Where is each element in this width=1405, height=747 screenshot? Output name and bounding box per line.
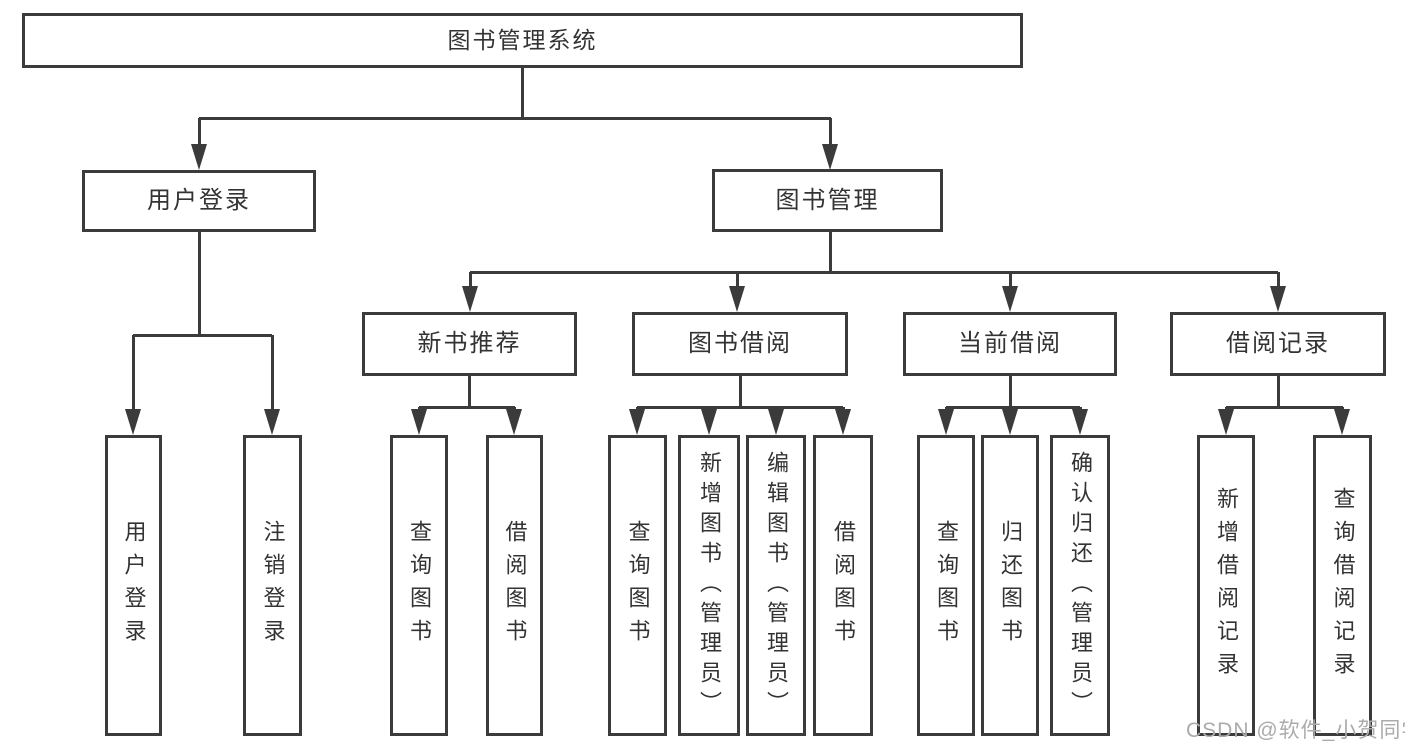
node-library-system: 图书管理系统 xyxy=(22,13,1023,68)
connector-vline xyxy=(467,376,471,409)
arrow-down xyxy=(1072,409,1088,435)
connector-vline xyxy=(738,376,742,409)
connector-vline xyxy=(520,68,524,118)
node-current-borrowing: 当前借阅 xyxy=(903,312,1117,376)
node-label: 确认归还（管理员） xyxy=(1068,450,1093,721)
connector-vline xyxy=(735,272,739,288)
leaf-logout: 注销登录 xyxy=(243,435,302,736)
leaf-query-books-recommend: 查询图书 xyxy=(390,435,448,736)
arrow-down xyxy=(822,144,838,170)
watermark: CSDN @软件_小贺同学 xyxy=(1186,719,1405,742)
connector-hline xyxy=(133,333,272,337)
arrow-down xyxy=(768,409,784,435)
connector-vline xyxy=(197,118,201,148)
connector-vline xyxy=(270,335,274,411)
connector-hline xyxy=(1226,405,1343,409)
leaf-user-login: 用户登录 xyxy=(105,435,162,736)
connector-vline xyxy=(468,272,472,288)
node-label: 图书借阅 xyxy=(688,330,792,357)
connector-hline xyxy=(419,405,515,409)
arrow-down xyxy=(729,286,745,312)
node-new-book-recommendation: 新书推荐 xyxy=(362,312,577,376)
node-label: 注销登录 xyxy=(260,519,286,652)
connector-vline xyxy=(1008,272,1012,288)
node-label: 新增图书（管理员） xyxy=(697,450,722,721)
arrow-down xyxy=(506,409,522,435)
node-label: 当前借阅 xyxy=(958,330,1062,357)
connector-hline xyxy=(199,116,831,120)
node-label: 新增借阅记录 xyxy=(1214,486,1239,685)
connector-vline xyxy=(1276,376,1280,409)
connector-vline xyxy=(197,232,201,335)
leaf-query-books-borrow: 查询图书 xyxy=(608,435,667,736)
connector-vline xyxy=(1008,376,1012,409)
node-label: 借阅记录 xyxy=(1226,330,1330,357)
node-label: 查询图书 xyxy=(934,519,959,652)
arrow-down xyxy=(1002,286,1018,312)
arrow-down xyxy=(835,409,851,435)
node-borrowing-records: 借阅记录 xyxy=(1170,312,1386,376)
arrow-down xyxy=(629,409,645,435)
connector-hline xyxy=(946,405,1080,409)
node-label: 查询借阅记录 xyxy=(1330,486,1356,685)
arrow-down xyxy=(1218,409,1234,435)
node-label: 图书管理 xyxy=(775,186,880,214)
node-label: 图书管理系统 xyxy=(447,27,598,53)
leaf-edit-books-admin: 编辑图书（管理员） xyxy=(746,435,806,736)
arrow-down xyxy=(125,409,141,435)
arrow-down xyxy=(701,409,717,435)
node-label: 用户登录 xyxy=(147,187,251,214)
arrow-down xyxy=(462,286,478,312)
arrow-down xyxy=(1002,409,1018,435)
node-label: 用户登录 xyxy=(121,519,147,652)
leaf-borrow-books-borrow: 借阅图书 xyxy=(813,435,873,736)
connector-vline xyxy=(131,335,135,411)
leaf-borrow-books-recommend: 借阅图书 xyxy=(486,435,543,736)
arrow-down xyxy=(264,409,280,435)
node-label: 查询图书 xyxy=(407,519,432,652)
arrow-down xyxy=(191,144,207,170)
node-label: 借阅图书 xyxy=(831,519,856,652)
connector-hline xyxy=(470,270,1278,274)
node-label: 借阅图书 xyxy=(502,519,528,652)
node-book-borrowing: 图书借阅 xyxy=(632,312,848,376)
node-book-management: 图书管理 xyxy=(712,169,943,232)
connector-hline xyxy=(637,405,843,409)
arrow-down xyxy=(1334,409,1350,435)
node-label: 查询图书 xyxy=(625,519,651,652)
leaf-query-borrow-record: 查询借阅记录 xyxy=(1313,435,1372,736)
node-label: 归还图书 xyxy=(998,519,1023,652)
node-label: 新书推荐 xyxy=(417,330,522,357)
leaf-query-books-current: 查询图书 xyxy=(917,435,975,736)
leaf-confirm-return-admin: 确认归还（管理员） xyxy=(1050,435,1110,736)
leaf-add-borrow-record: 新增借阅记录 xyxy=(1197,435,1255,736)
connector-vline xyxy=(828,232,832,273)
arrow-down xyxy=(1270,286,1286,312)
node-label: 编辑图书（管理员） xyxy=(764,450,789,721)
leaf-add-books-admin: 新增图书（管理员） xyxy=(678,435,740,736)
arrow-down xyxy=(938,409,954,435)
connector-vline xyxy=(1276,272,1280,288)
leaf-return-books: 归还图书 xyxy=(981,435,1039,736)
connector-vline xyxy=(828,118,832,148)
arrow-down xyxy=(411,409,427,435)
node-user-login: 用户登录 xyxy=(82,170,316,232)
